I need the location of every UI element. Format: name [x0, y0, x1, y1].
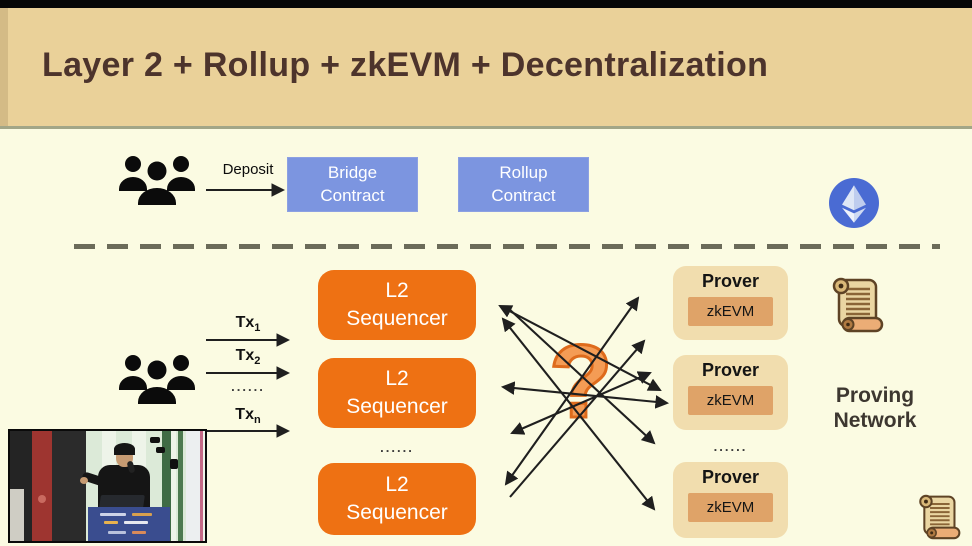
zkevm-chip: zkEVM [688, 297, 773, 326]
bridge-contract-line1: Bridge [327, 162, 378, 182]
rollup-contract-line1: Rollup [499, 162, 548, 182]
backdrop-mark [156, 447, 165, 453]
l2-sequencer-box-3: L2 Sequencer [318, 463, 476, 535]
slide-header: Layer 2 + Rollup + zkEVM + Decentralizat… [0, 8, 972, 129]
scroll-proof-icon [830, 277, 884, 338]
l2-sequencer-box-2: L2 Sequencer [318, 358, 476, 428]
users-group-icon [117, 154, 197, 211]
stage-pillar [10, 489, 24, 541]
proving-network-label: Proving Network [833, 384, 917, 433]
tx-ellipsis: ...... [231, 379, 265, 394]
sequencer-ellipsis: ...... [380, 440, 414, 455]
users-group-icon [117, 353, 197, 410]
presenter-webcam-overlay [8, 429, 207, 543]
backdrop-stripe [162, 431, 171, 541]
prover-ellipsis: ...... [713, 439, 748, 454]
prover-box-3: Prover zkEVM [673, 462, 788, 538]
backdrop-stripe [200, 431, 203, 541]
tx2-label: Tx2 [235, 347, 261, 368]
zkevm-chip: zkEVM [688, 493, 773, 522]
diagram-area: Deposit Bridge Contract Rollup Contract [0, 132, 972, 546]
zkevm-chip: zkEVM [688, 386, 773, 415]
presenter-hand [80, 477, 88, 484]
bridge-contract-line2: Contract [320, 185, 385, 205]
red-banner [32, 431, 52, 541]
l2-sequencer-box-1: L2 Sequencer [318, 270, 476, 340]
stage-wall [52, 431, 86, 541]
backdrop-stripe [178, 431, 183, 541]
backdrop-panel [186, 431, 200, 541]
backdrop-mark [150, 437, 160, 443]
prover-box-2: Prover zkEVM [673, 355, 788, 430]
prover-box-1: Prover zkEVM [673, 266, 788, 340]
question-mark: ? [548, 324, 615, 440]
txn-label: Txn [235, 406, 261, 427]
rollup-contract-box: Rollup Contract [458, 157, 589, 212]
presenter-hair [114, 443, 135, 455]
bridge-contract-box: Bridge Contract [287, 157, 418, 212]
tx1-label: Tx1 [235, 314, 261, 335]
slide-title: Layer 2 + Rollup + zkEVM + Decentralizat… [42, 46, 769, 84]
backdrop-mark [170, 459, 178, 469]
deposit-label: Deposit [222, 161, 274, 178]
dashed-divider [74, 244, 940, 249]
podium [88, 507, 170, 541]
scroll-proof-icon [917, 494, 961, 545]
letterbox-top-bar [0, 0, 972, 8]
rollup-contract-line2: Contract [491, 185, 556, 205]
ethereum-logo-icon [829, 178, 879, 233]
